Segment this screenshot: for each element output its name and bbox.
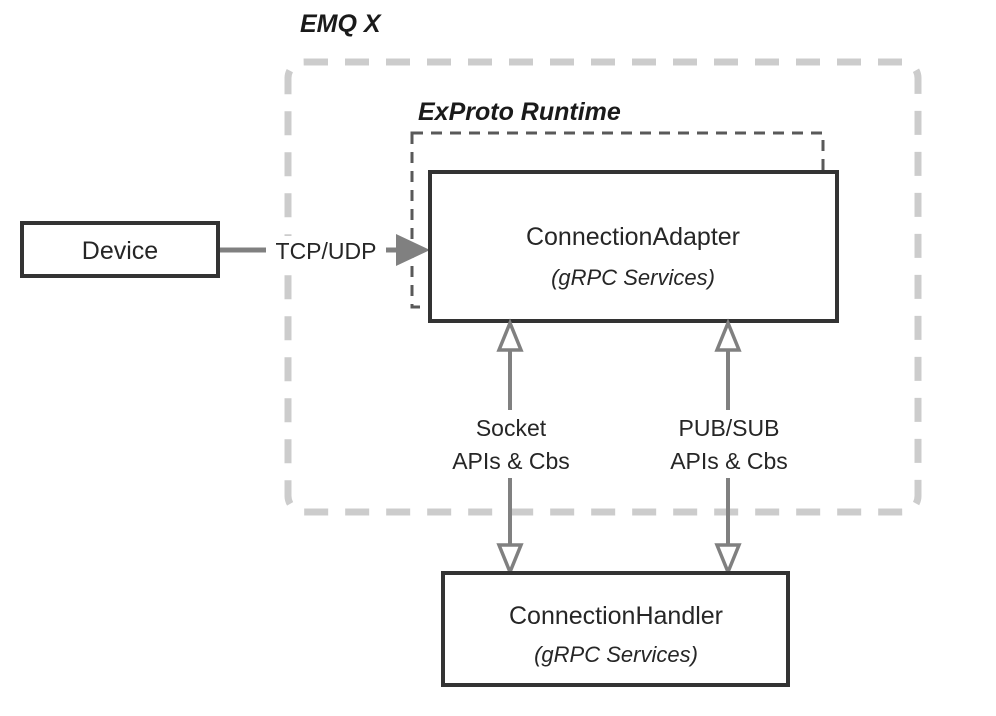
connection-handler-title: ConnectionHandler xyxy=(509,602,723,630)
node-device[interactable]: Device xyxy=(20,221,220,278)
pubsub-arrowhead-down-icon xyxy=(714,543,742,577)
group-emqx: EMQ X xyxy=(284,10,922,516)
tcp-udp-arrowhead-icon xyxy=(396,234,430,266)
emqx-group-frame xyxy=(284,58,922,516)
edge-pubsub-apis: PUB/SUB APIs & Cbs xyxy=(655,318,803,577)
connection-adapter-title: ConnectionAdapter xyxy=(526,223,740,251)
pubsub-label-line1: PUB/SUB xyxy=(679,415,780,441)
socket-label-line1: Socket xyxy=(476,415,547,441)
node-connection-handler[interactable]: ConnectionHandler (gRPC Services) xyxy=(441,571,790,687)
tcp-udp-label: TCP/UDP xyxy=(276,238,377,264)
socket-label-backdrop xyxy=(440,410,582,476)
device-box[interactable] xyxy=(20,221,220,278)
exproto-group-label: ExProto Runtime xyxy=(418,98,621,126)
emqx-group-label: EMQ X xyxy=(300,10,382,38)
pubsub-arrowhead-up-icon xyxy=(714,318,742,352)
connection-adapter-box[interactable] xyxy=(428,170,839,323)
node-connection-adapter[interactable]: ConnectionAdapter (gRPC Services) xyxy=(428,170,839,323)
socket-arrowhead-up-icon xyxy=(496,318,524,352)
connection-handler-subtitle: (gRPC Services) xyxy=(534,642,698,667)
tcp-udp-label-backdrop xyxy=(266,236,386,266)
connection-handler-box[interactable] xyxy=(441,571,790,687)
socket-label-line2: APIs & Cbs xyxy=(452,448,570,474)
socket-arrowhead-down-icon xyxy=(496,543,524,577)
connection-adapter-subtitle: (gRPC Services) xyxy=(551,265,715,290)
pubsub-label-line2: APIs & Cbs xyxy=(670,448,788,474)
edge-device-to-adapter: TCP/UDP xyxy=(218,234,430,266)
device-title: Device xyxy=(82,237,158,265)
pubsub-label-backdrop xyxy=(655,410,803,476)
edge-socket-apis: Socket APIs & Cbs xyxy=(440,318,582,577)
